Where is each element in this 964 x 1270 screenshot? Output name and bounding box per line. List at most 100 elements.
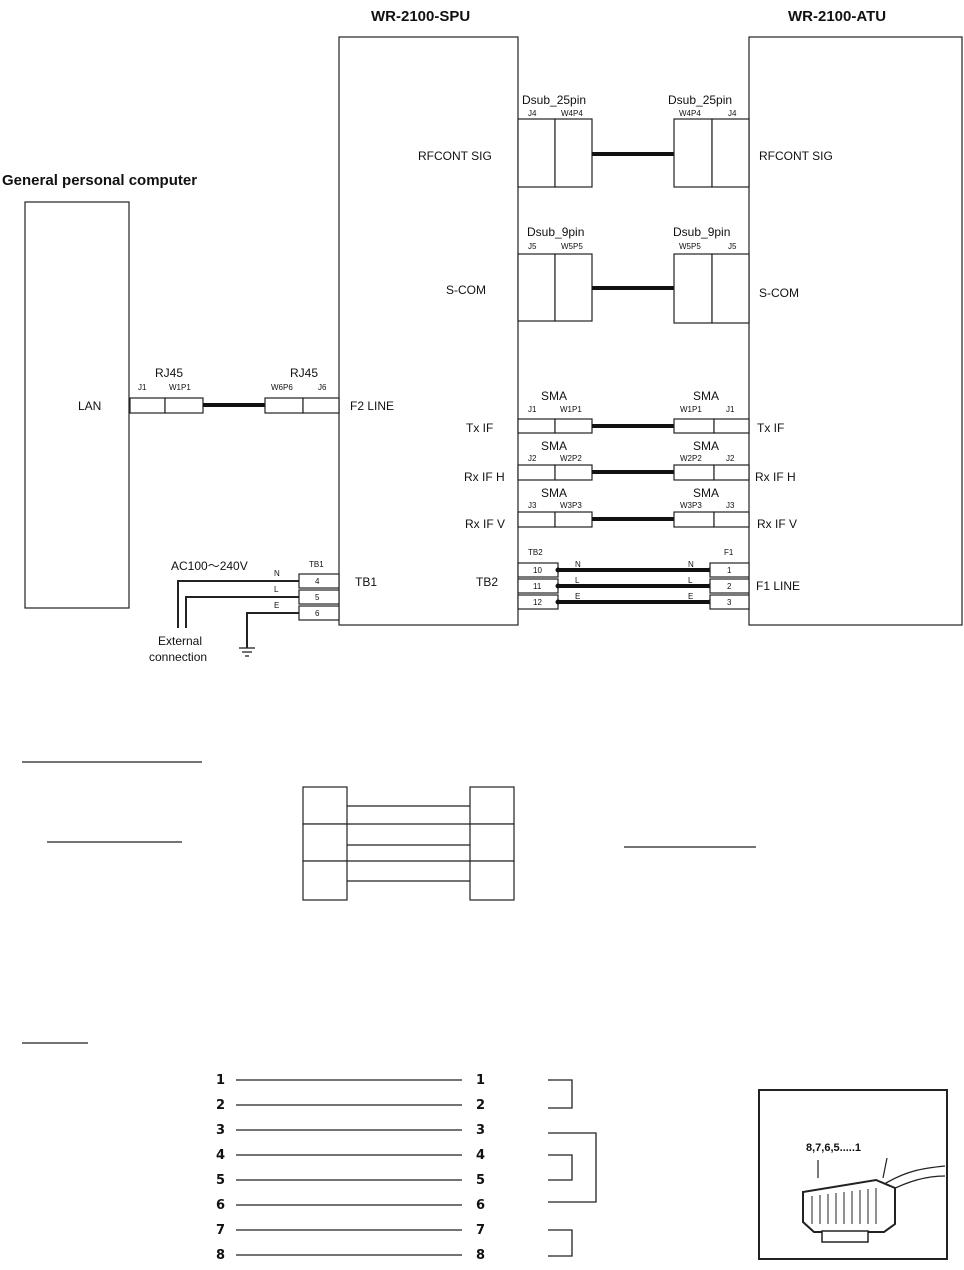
pair-bracket-3-6 — [548, 1132, 597, 1203]
cable-right-terminal-3 — [469, 860, 515, 901]
cable-left-terminal-1 — [302, 786, 348, 825]
tx-w1p1-right: W1P1 — [680, 405, 702, 414]
spu-tb1-label: TB1 — [355, 575, 377, 589]
pin-right-2: 2 — [476, 1098, 485, 1113]
pc-box — [24, 201, 130, 609]
rxh-w2p2-left: W2P2 — [560, 454, 582, 463]
plug-latch-icon — [821, 1230, 869, 1243]
tb2-pin-12-label: 12 — [533, 598, 542, 607]
pin-right-1: 1 — [476, 1073, 485, 1088]
pc-title: General personal computer — [2, 172, 197, 189]
sma-rxv-spu-plug — [554, 511, 593, 528]
sma-rxh-spu-plug — [554, 464, 593, 481]
cable-right-terminal-1 — [469, 786, 515, 825]
tb1-pin-6-label: 6 — [315, 609, 320, 618]
spu-rxifh-label: Rx IF H — [464, 470, 505, 484]
f1-e-label: E — [688, 592, 693, 601]
lan-pinout: 1 2 3 4 5 6 7 8 1 2 3 4 5 6 7 8 — [216, 1073, 597, 1263]
atu-txif-label: Tx IF — [757, 421, 784, 435]
sma-rxh-spu-connector — [517, 464, 556, 481]
tb2-dot-12 — [555, 599, 561, 605]
plug-body-icon — [802, 1178, 896, 1233]
pin-left-8: 8 — [216, 1248, 225, 1263]
pin-left-5: 5 — [216, 1173, 225, 1188]
atu-scom-label: S-COM — [759, 286, 799, 300]
dsub9-right-label: Dsub_9pin — [673, 225, 730, 239]
pin-left-6: 6 — [216, 1198, 225, 1213]
dsub9-atu-plug — [673, 253, 713, 324]
f1-n-label: N — [688, 560, 694, 569]
sma-tx-right-label: SMA — [693, 389, 719, 403]
tb1-pin-5-label: 5 — [315, 593, 320, 602]
sma-rxh-right-label: SMA — [693, 439, 719, 453]
tb1-e-label: E — [274, 601, 279, 610]
tb1-l-label: L — [274, 585, 279, 594]
spu-tb2-label: TB2 — [476, 575, 498, 589]
sma-rxh-atu-plug — [673, 464, 715, 481]
pair-bracket-7-8 — [548, 1229, 573, 1257]
atu-rxifh-label: Rx IF H — [755, 470, 796, 484]
j4-right-label: J4 — [728, 109, 737, 118]
spu-scom-label: S-COM — [446, 283, 486, 297]
rxv-w3p3-right: W3P3 — [680, 501, 702, 510]
external-connection-line1: External — [158, 634, 202, 648]
ac-wire-n — [177, 580, 299, 628]
rxv-j3-right: J3 — [726, 501, 735, 510]
sma-tx-spu-plug — [554, 418, 593, 434]
j6-label: J6 — [318, 383, 327, 392]
sma-rxv-left-label: SMA — [541, 486, 567, 500]
rj45-left-label: RJ45 — [155, 366, 183, 380]
tb2-e-label: E — [575, 592, 580, 601]
spu-box — [338, 36, 519, 626]
pc-j1-label: J1 — [138, 383, 147, 392]
pin-left-3: 3 — [216, 1123, 225, 1138]
dsub25-spu-connector — [517, 118, 556, 188]
tb2-dot-11 — [555, 583, 561, 589]
rj45-spu-connector — [302, 397, 340, 414]
plug-contacts-icon — [811, 1188, 877, 1224]
spu-f2line-label: F2 LINE — [350, 399, 394, 413]
w4p4-right-label: W4P4 — [679, 109, 701, 118]
pin-right-7: 7 — [476, 1223, 485, 1238]
tb2-pin-10-label: 10 — [533, 566, 542, 575]
dsub25-right-label: Dsub_25pin — [668, 93, 732, 107]
j4-left-label: J4 — [528, 109, 537, 118]
plug-label-pointers — [817, 1157, 888, 1179]
rj45-right-label: RJ45 — [290, 366, 318, 380]
atu-box — [748, 36, 963, 626]
sma-rxh-left-label: SMA — [541, 439, 567, 453]
j5-right-label: J5 — [728, 242, 737, 251]
ground-icon — [239, 647, 255, 657]
spu-rfcont-label: RFCONT SIG — [418, 149, 492, 163]
ac-voltage-label: AC100～240V — [171, 559, 248, 573]
tb2-n-label: N — [575, 560, 581, 569]
tb1-n-label: N — [274, 569, 280, 578]
f1-connector-label: F1 — [724, 548, 734, 557]
dsub25-atu-connector — [711, 118, 750, 188]
spu-title: WR-2100-SPU — [371, 8, 470, 25]
pin-left-2: 2 — [216, 1098, 225, 1113]
cable-left-terminal-3 — [302, 860, 348, 901]
sma-tx-spu-connector — [517, 418, 556, 434]
pin-left-7: 7 — [216, 1223, 225, 1238]
atu-title: WR-2100-ATU — [788, 8, 886, 25]
rxh-j2-left: J2 — [528, 454, 537, 463]
rj45-pc-plug — [164, 397, 204, 414]
rj45-plug-illustration: 8,7,6,5.....1 — [758, 1089, 948, 1260]
pin-right-4: 4 — [476, 1148, 485, 1163]
dsub9-spu-connector — [517, 253, 556, 322]
sma-tx-atu-connector — [713, 418, 750, 434]
tx-j1-left: J1 — [528, 405, 537, 414]
rxh-w2p2-right: W2P2 — [680, 454, 702, 463]
dsub25-atu-plug — [673, 118, 713, 188]
f1-pin-1 — [709, 562, 750, 578]
pair-bracket-4-5 — [548, 1154, 573, 1181]
ac-wire-l — [185, 596, 299, 628]
f1-l-label: L — [688, 576, 693, 585]
sma-tx-left-label: SMA — [541, 389, 567, 403]
w6p6-label: W6P6 — [271, 383, 293, 392]
f1-pin-2-label: 2 — [727, 582, 732, 591]
pc-w1p1-label: W1P1 — [169, 383, 191, 392]
cable-left-terminal-2 — [302, 823, 348, 862]
pin-left-4: 4 — [216, 1148, 225, 1163]
